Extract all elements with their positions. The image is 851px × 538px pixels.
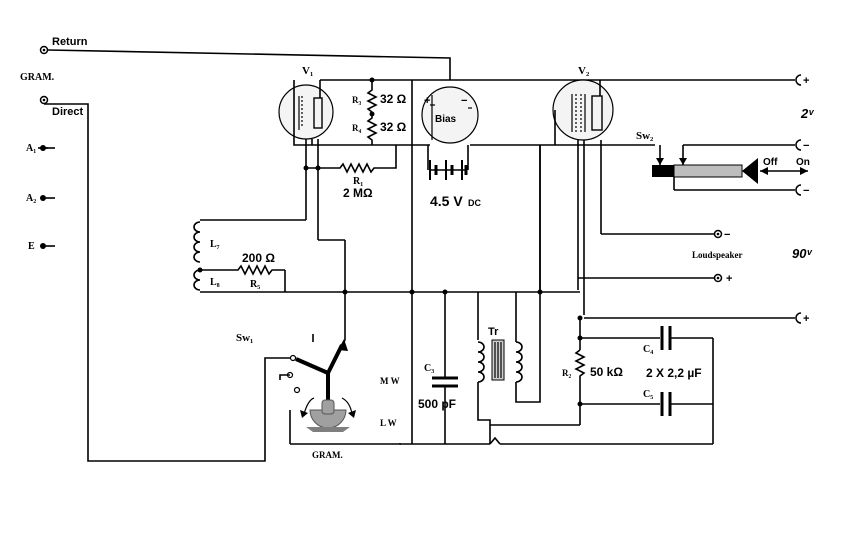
transformer-tr: Tr	[477, 145, 541, 444]
r5-value: 200 Ω	[242, 251, 275, 265]
tube-v2: V₂	[552, 65, 614, 141]
c4-label: C₄	[643, 344, 653, 355]
return-label: Return	[52, 36, 88, 48]
sw2-label: Sw₂	[636, 130, 654, 142]
terminal-90v-plus: +	[795, 312, 809, 325]
r2-value: 50 kΩ	[590, 365, 623, 379]
direct-wire	[44, 103, 290, 462]
capacitor-c5: C₅	[580, 389, 713, 416]
terminal-sw2-minus: −	[795, 184, 809, 197]
battery-voltage: 4.5 V	[430, 193, 463, 209]
terminal-2v-plus: +	[795, 74, 809, 87]
resistor-r3: R₃ 32 Ω	[352, 77, 407, 113]
gram-input-label: GRAM.	[20, 72, 55, 83]
capacitor-c3: C₃ 500 pF	[418, 292, 458, 444]
r2-label: R₂	[562, 368, 571, 378]
bias-tube: Bias + −	[421, 86, 479, 144]
r4-value: 32 Ω	[380, 120, 407, 134]
voltage-2v-label: 2ᵛ	[800, 106, 814, 121]
coil-l7: L₇	[193, 221, 220, 263]
coil-l8: L₈	[193, 269, 220, 291]
r5-label: R₅	[250, 279, 260, 290]
resistor-r4: R₄ 32 Ω	[352, 111, 407, 145]
r3-value: 32 Ω	[380, 92, 407, 106]
sw1-label: Sw₁	[236, 332, 253, 344]
battery-4-5v: 4.5 V DC	[427, 145, 481, 209]
terminal-sw2-minus-sign: −	[803, 185, 809, 197]
on-label: On	[796, 157, 810, 168]
a1-terminal: A₁	[26, 143, 55, 154]
r1-value: 2 MΩ	[343, 186, 373, 200]
v2-label: V₂	[578, 65, 590, 77]
c5-label: C₅	[643, 389, 653, 400]
lw-label: L W	[380, 418, 397, 428]
r1-label: R₁	[353, 176, 363, 187]
return-wire	[47, 49, 451, 80]
l8-label: L₈	[210, 277, 220, 288]
c3-label: C₃	[424, 363, 434, 374]
loudspeaker-minus-sign: −	[724, 229, 730, 241]
loudspeaker-plus-sign: +	[726, 273, 732, 285]
capacitor-c4: C₄	[580, 326, 713, 355]
terminal-2v-minus: −	[795, 139, 809, 152]
mw-label: M W	[380, 376, 400, 386]
a2-terminal: A₂	[26, 193, 55, 204]
switch-sw1: Sw₁ GRAM.	[236, 332, 356, 460]
c3-value: 500 pF	[418, 397, 456, 411]
direct-terminal: Direct	[39, 95, 84, 118]
direct-label: Direct	[52, 106, 84, 118]
bias-minus: −	[461, 95, 467, 107]
a2-label: A₂	[26, 193, 36, 204]
tr-label: Tr	[488, 326, 499, 338]
terminal-2v-minus-sign: −	[803, 140, 809, 152]
v1-label: V₁	[302, 65, 313, 77]
l7-label: L₇	[210, 239, 220, 250]
bias-label: Bias	[435, 114, 457, 125]
switch-sw2: Sw₂ Off On	[636, 130, 810, 191]
battery-unit: DC	[468, 198, 481, 208]
loudspeaker-label: Loudspeaker	[692, 250, 743, 260]
bias-plus: +	[424, 95, 430, 107]
a1-label: A₁	[26, 143, 36, 154]
resistor-r1: R₁ 2 MΩ	[303, 145, 397, 200]
r4-label: R₄	[352, 123, 361, 133]
off-label: Off	[763, 157, 778, 168]
voltage-90v-label: 90ᵛ	[792, 246, 812, 261]
terminal-2v-plus-sign: +	[803, 75, 809, 87]
return-terminal: Return	[39, 36, 88, 55]
earth-label: E	[28, 241, 35, 252]
loudspeaker-terminals: − Loudspeaker +	[692, 229, 743, 285]
gram-switch-label: GRAM.	[312, 450, 343, 460]
capacitor-value: 2 X 2,2 µF	[646, 366, 702, 380]
earth-terminal: E	[28, 241, 55, 252]
tube-v1: V₁	[278, 65, 334, 140]
resistor-r2: R₂ 50 kΩ	[562, 315, 623, 404]
resistor-r5: 200 Ω R₅	[200, 251, 285, 290]
r3-label: R₃	[352, 95, 361, 105]
terminal-90v-plus-sign: +	[803, 313, 809, 325]
